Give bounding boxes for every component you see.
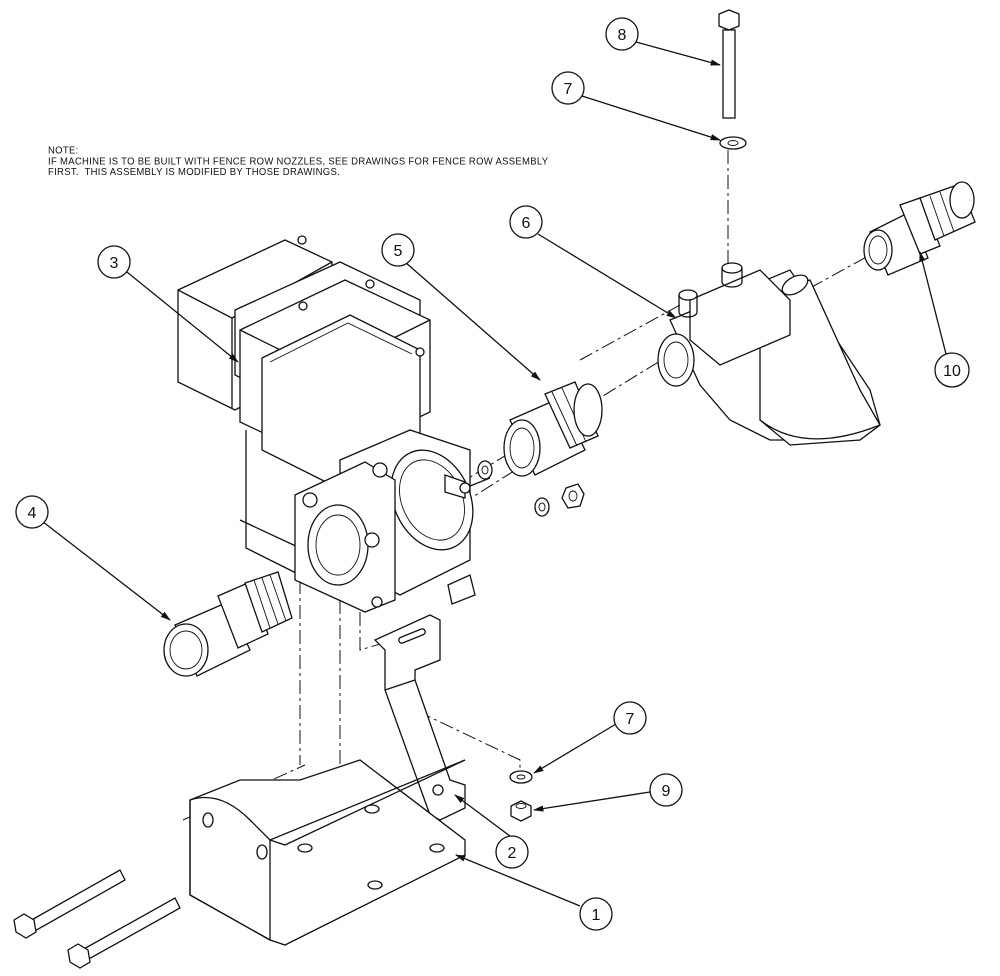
balloon-9-label: 9: [662, 783, 671, 800]
balloon-9: 9: [649, 773, 683, 807]
part-7-washer-top: [719, 136, 747, 150]
note-line-1: IF MACHINE IS TO BE BUILT WITH FENCE ROW…: [48, 155, 549, 168]
balloon-7-bottom: 7: [613, 701, 647, 735]
note-heading: NOTE:: [48, 144, 79, 157]
valve-body: [294, 429, 491, 613]
balloon-4-label: 4: [28, 505, 37, 522]
part-1-base-bracket: [189, 759, 466, 946]
balloon-5: 5: [381, 233, 415, 267]
part-8-bolt: [718, 9, 740, 119]
part-6-strainer: [657, 262, 881, 446]
balloon-4: 4: [15, 495, 49, 529]
balloon-3: 3: [97, 245, 131, 279]
balloon-7-top-label: 7: [564, 81, 573, 98]
balloon-7-bottom-label: 7: [626, 711, 635, 728]
balloon-10: 10: [934, 352, 970, 388]
balloon-3-label: 3: [110, 255, 119, 272]
balloon-6-label: 6: [522, 215, 531, 232]
balloon-5-label: 5: [394, 243, 403, 260]
balloon-2: 2: [495, 835, 529, 869]
note-line-2: FIRST. THIS ASSEMBLY IS MODIFIED BY THOS…: [48, 166, 341, 179]
balloon-1: 1: [579, 897, 613, 931]
balloon-10-label: 10: [943, 363, 961, 380]
balloon-8: 8: [605, 17, 639, 51]
balloon-1-label: 1: [592, 907, 601, 924]
balloon-6: 6: [509, 205, 543, 239]
part-3-actuator: [177, 235, 431, 576]
balloon-7-top: 7: [551, 71, 585, 105]
bottom-bolts: [13, 869, 181, 969]
part-7-washer-bottom: [509, 770, 533, 784]
leader-lines: [37, 41, 947, 907]
assembly-note: NOTE: IF MACHINE IS TO BE BUILT WITH FEN…: [48, 144, 549, 179]
part-5-nipple: [503, 381, 603, 477]
part-4-hose-barb: [163, 571, 293, 677]
balloon-8-label: 8: [618, 27, 627, 44]
valve-fasteners: [477, 460, 585, 517]
part-9-nut: [510, 800, 532, 822]
balloon-2-label: 2: [508, 845, 517, 862]
part-10-hose-barb: [863, 181, 976, 276]
